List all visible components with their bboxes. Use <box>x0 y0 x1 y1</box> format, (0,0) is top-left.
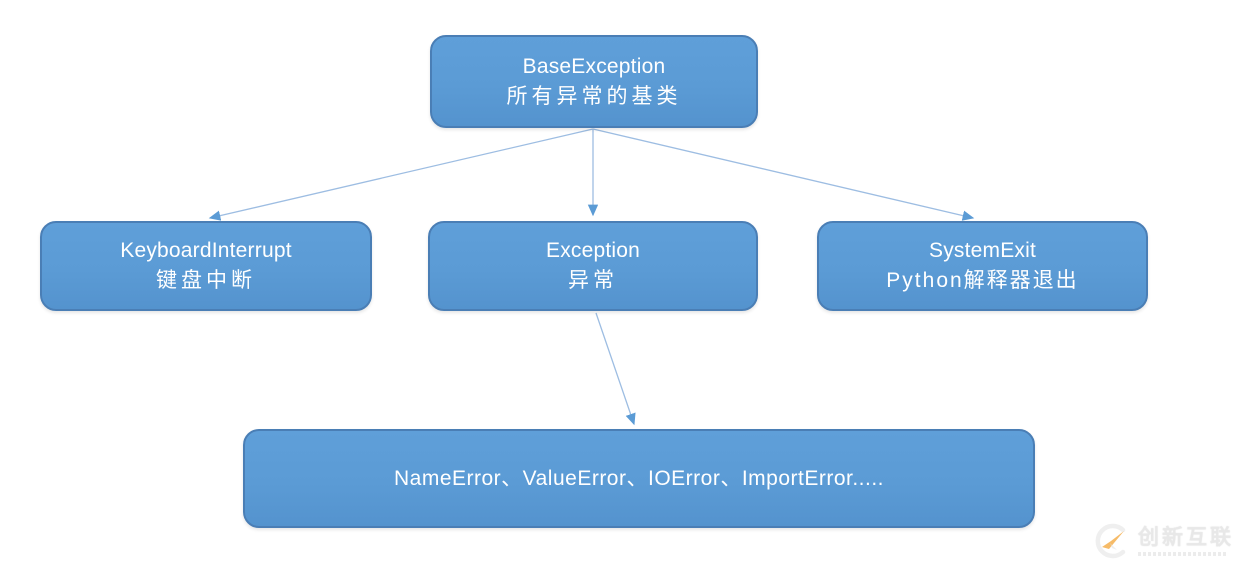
node-system-exit-subtitle: Python解释器退出 <box>886 269 1079 292</box>
edge-base-to-systemexit <box>592 128 975 221</box>
node-subclasses: NameError、ValueError、IOError、ImportError… <box>243 429 1035 528</box>
node-base-exception-title: BaseException <box>522 54 666 78</box>
edge-base-to-keyboardinterrupt <box>208 128 594 221</box>
node-keyboard-interrupt-subtitle: 键盘中断 <box>156 269 256 292</box>
node-subclasses-title: NameError、ValueError、IOError、ImportError… <box>393 466 885 490</box>
node-keyboard-interrupt-title: KeyboardInterrupt <box>120 239 292 262</box>
node-base-exception: BaseException 所有异常的基类 <box>430 35 758 128</box>
node-keyboard-interrupt: KeyboardInterrupt 键盘中断 <box>40 221 372 311</box>
node-system-exit-title: SystemExit <box>928 239 1037 262</box>
node-exception-title: Exception <box>545 239 641 262</box>
node-system-exit: SystemExit Python解释器退出 <box>817 221 1148 311</box>
edge-exception-to-subclasses <box>595 312 636 426</box>
watermark-tagline <box>1138 552 1226 556</box>
watermark: 创新互联 <box>1093 522 1234 560</box>
node-exception-subtitle: 异常 <box>568 269 618 292</box>
watermark-text-column: 创新互联 <box>1138 526 1234 556</box>
watermark-logo-icon <box>1095 523 1126 559</box>
watermark-brand: 创新互联 <box>1138 526 1234 549</box>
node-exception: Exception 异常 <box>428 221 758 311</box>
node-base-exception-subtitle: 所有异常的基类 <box>506 84 682 108</box>
